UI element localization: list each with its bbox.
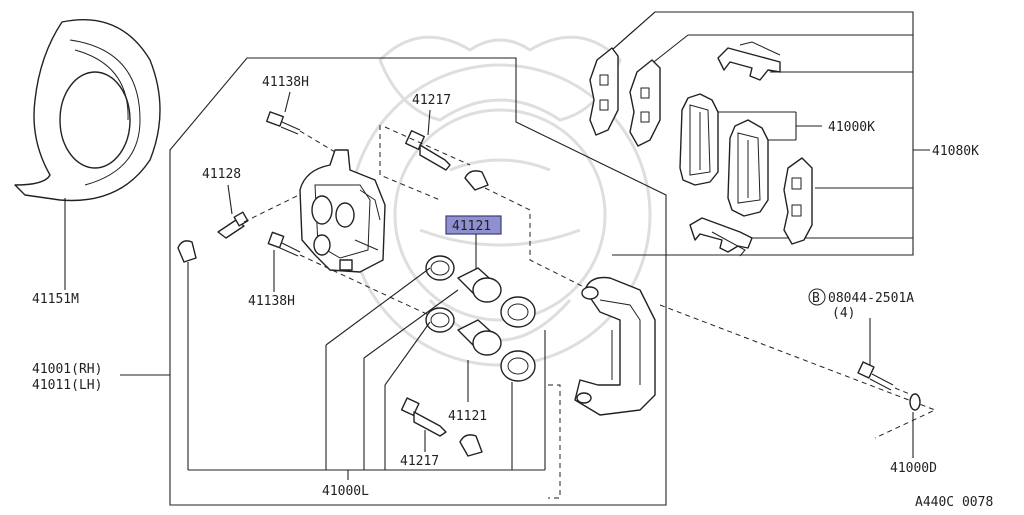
pad-leaders [611, 11, 913, 239]
piston-callout-highlighted[interactable]: 41121 [445, 215, 502, 272]
bleeder-screw[interactable] [217, 211, 249, 239]
dust-boot-upper[interactable] [500, 296, 536, 328]
label-41217-lower: 41217 [400, 454, 439, 469]
dust-cap[interactable] [177, 240, 197, 263]
guide-pin-upper[interactable] [404, 129, 451, 171]
label-41080K: 41080K [932, 144, 979, 159]
guide-pin-lower[interactable] [400, 397, 447, 437]
torque-member[interactable] [574, 276, 656, 416]
washer[interactable] [909, 393, 921, 411]
watermark [348, 35, 652, 367]
caliper-bolt-upper[interactable] [266, 111, 301, 135]
piston-lower[interactable] [457, 319, 502, 356]
pad-shim-outer[interactable] [589, 47, 619, 136]
diagram-reference-id: A440C 0078 [915, 495, 993, 510]
label-41128: 41128 [202, 167, 241, 182]
label-mounting-bolt-qty: (4) [832, 306, 855, 321]
caliper-bolt-lower[interactable] [267, 231, 301, 257]
piston-seal-lower[interactable] [425, 307, 455, 333]
label-41000L: 41000L [322, 484, 369, 499]
label-41121-lower: 41121 [448, 409, 487, 424]
dust-boot-lower[interactable] [500, 350, 536, 382]
label-41000D: 41000D [890, 461, 937, 476]
brake-pad-outer[interactable] [679, 93, 719, 186]
pad-shim-right[interactable] [783, 157, 813, 245]
mounting-bolt-callout: B 08044-2501A (4) [808, 288, 914, 321]
label-41217-upper: 41217 [412, 93, 451, 108]
mounting-bolt[interactable] [857, 361, 894, 391]
label-41000K: 41000K [828, 120, 875, 135]
label-41138H-lower: 41138H [248, 294, 295, 309]
piston-upper[interactable] [457, 267, 502, 303]
caliper-body[interactable] [299, 149, 386, 273]
pad-shim-inner[interactable] [629, 59, 661, 147]
piston-seal-upper[interactable] [425, 255, 455, 281]
mounting-bolt-prefix: B [812, 291, 820, 306]
label-41001RH: 41001(RH) [32, 362, 102, 377]
pad-clip-lower[interactable] [689, 217, 753, 257]
brake-pad-inner[interactable] [727, 119, 769, 217]
baffle-plate[interactable] [14, 18, 161, 290]
label-41011LH: 41011(LH) [32, 378, 102, 393]
assembly-leaders [188, 267, 546, 480]
label-41138H-upper: 41138H [262, 75, 309, 90]
pad-clip-upper[interactable] [717, 41, 781, 81]
label-41121-highlighted: 41121 [452, 219, 491, 234]
slide-boot[interactable] [464, 170, 489, 191]
label-41151M: 41151M [32, 292, 79, 307]
caliper-group-outline [169, 57, 667, 506]
label-08044-2501A: 08044-2501A [828, 291, 914, 306]
slide-boot-lower[interactable] [459, 434, 483, 457]
